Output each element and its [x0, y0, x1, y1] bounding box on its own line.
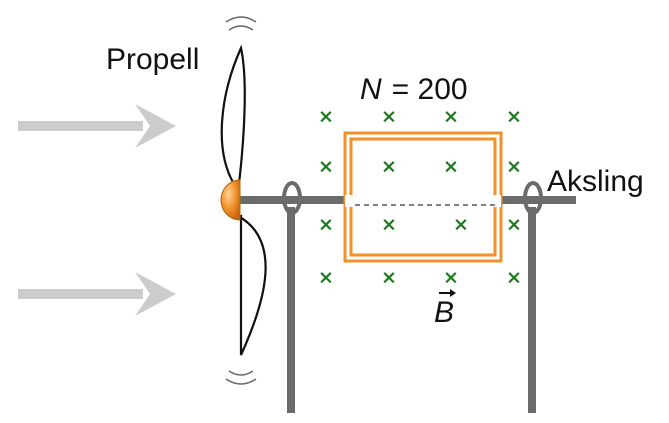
turns-value: = 200 — [392, 73, 468, 106]
support-leg-left — [287, 207, 295, 413]
field-into-page-mark: × — [443, 156, 459, 178]
field-into-page-mark: × — [506, 106, 522, 128]
bearing-left — [282, 181, 302, 215]
wind-arrow-top — [18, 104, 176, 148]
field-into-page-mark: × — [381, 214, 397, 236]
propeller-blade-top — [220, 44, 246, 186]
coil — [343, 131, 503, 263]
field-into-page-mark: × — [381, 156, 397, 178]
vector-arrow-icon — [439, 289, 456, 297]
propeller-blade-bottom — [237, 214, 267, 356]
field-vector-label: B — [434, 289, 456, 329]
field-into-page-mark: × — [318, 156, 334, 178]
field-into-page-mark: × — [318, 214, 334, 236]
field-into-page-mark: × — [381, 106, 397, 128]
field-into-page-mark: × — [506, 156, 522, 178]
field-into-page-mark: × — [318, 267, 334, 289]
propeller-label: Propell — [106, 43, 199, 76]
rotation-marks-top — [225, 16, 257, 31]
wind-arrow-bottom — [18, 272, 176, 316]
field-into-page-mark: × — [506, 214, 522, 236]
rotation-marks-bottom — [225, 370, 257, 385]
field-into-page-mark: × — [453, 214, 469, 236]
axle-label: Aksling — [547, 165, 644, 198]
field-into-page-mark: × — [443, 106, 459, 128]
support-leg-right — [528, 207, 536, 413]
field-into-page-mark: × — [318, 106, 334, 128]
turns-label: N = 200 — [360, 73, 468, 106]
field-into-page-mark: × — [443, 267, 459, 289]
bearing-right — [523, 181, 543, 215]
turns-symbol: N — [360, 73, 382, 106]
field-symbol: B — [434, 296, 454, 329]
magnetic-field-marks: × × × × × × × × × × × × × × × × — [318, 106, 522, 289]
field-into-page-mark: × — [506, 267, 522, 289]
field-into-page-mark: × — [381, 267, 397, 289]
propeller-hub — [220, 179, 241, 221]
